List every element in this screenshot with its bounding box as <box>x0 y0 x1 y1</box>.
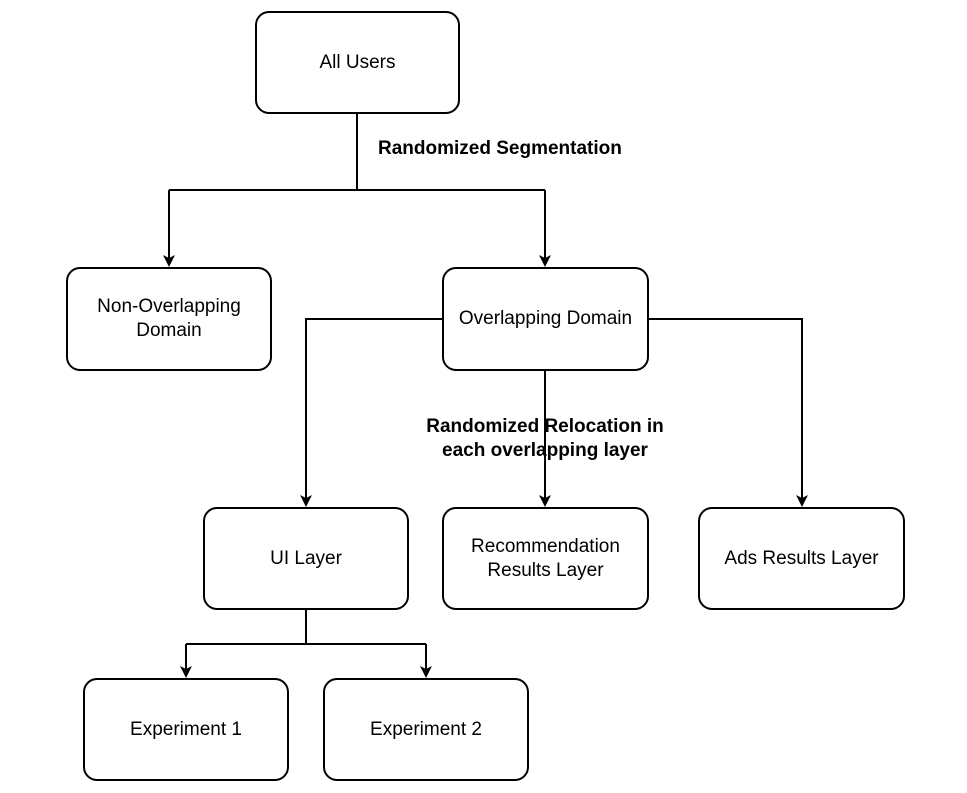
node-ads-results-layer-label: Ads Results Layer <box>724 547 879 569</box>
node-experiment-2-label: Experiment 2 <box>370 718 482 740</box>
node-ui-layer-label: UI Layer <box>270 547 342 569</box>
node-recommendation-results-layer-label: Recommendation Results Layer <box>471 535 620 581</box>
node-all-users-label: All Users <box>319 51 396 73</box>
node-ads-results-layer[interactable]: Ads Results Layer <box>698 507 905 610</box>
node-ui-layer[interactable]: UI Layer <box>203 507 409 610</box>
arrow-to-ads-results-layer <box>648 318 808 507</box>
arrow-to-ui-layer <box>300 318 443 507</box>
node-non-overlapping-domain[interactable]: Non-Overlapping Domain <box>66 267 272 371</box>
node-non-overlapping-domain-label: Non-Overlapping Domain <box>97 296 241 341</box>
node-all-users[interactable]: All Users <box>255 11 460 114</box>
node-experiment-1[interactable]: Experiment 1 <box>83 678 289 781</box>
node-overlapping-domain-label: Overlapping Domain <box>458 308 633 329</box>
edge-label-randomized-relocation: Randomized Relocation in each overlappin… <box>426 416 664 461</box>
edge-label-randomized-segmentation: Randomized Segmentation <box>378 138 622 159</box>
node-experiment-1-label: Experiment 1 <box>130 718 242 740</box>
node-experiment-2[interactable]: Experiment 2 <box>323 678 529 781</box>
node-overlapping-domain[interactable]: Overlapping Domain <box>442 267 649 371</box>
node-recommendation-results-layer[interactable]: Recommendation Results Layer <box>442 507 649 610</box>
